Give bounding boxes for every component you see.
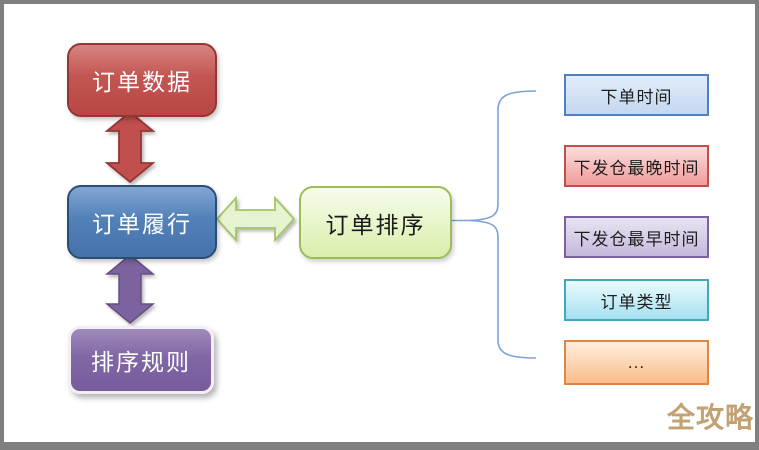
criterion-latest-dispatch-time: 下发仓最晚时间: [564, 145, 709, 187]
node-order-sorting-label: 订单排序: [325, 211, 426, 238]
criterion-earliest-dispatch-time: 下发仓最早时间: [564, 216, 709, 258]
criterion-label: 订单类型: [600, 292, 673, 312]
criterion-order-time: 下单时间: [564, 74, 709, 116]
criterion-label: 下发仓最早时间: [573, 229, 700, 249]
vertical-double-arrow-purple: [104, 254, 156, 324]
node-sorting-rules-label: 排序规则: [91, 349, 191, 375]
criterion-label: 下单时间: [600, 87, 673, 107]
criterion-label: ...: [627, 352, 646, 372]
node-order-fulfillment-label: 订单履行: [92, 211, 192, 237]
criterion-order-type: 订单类型: [564, 279, 709, 321]
node-order-data-label: 订单数据: [92, 69, 192, 95]
watermark-text: 全攻略: [666, 402, 754, 433]
criterion-more: ...: [564, 340, 709, 385]
criterion-label: 下发仓最晚时间: [573, 158, 700, 178]
vertical-double-arrow-red: [104, 110, 156, 184]
node-order-data: 订单数据: [67, 43, 217, 117]
node-order-sorting: 订单排序: [299, 186, 452, 259]
horizontal-double-arrow-green: [215, 195, 296, 243]
curly-brace: [468, 90, 537, 359]
node-sorting-rules: 排序规则: [68, 326, 214, 394]
node-order-fulfillment: 订单履行: [67, 185, 217, 259]
